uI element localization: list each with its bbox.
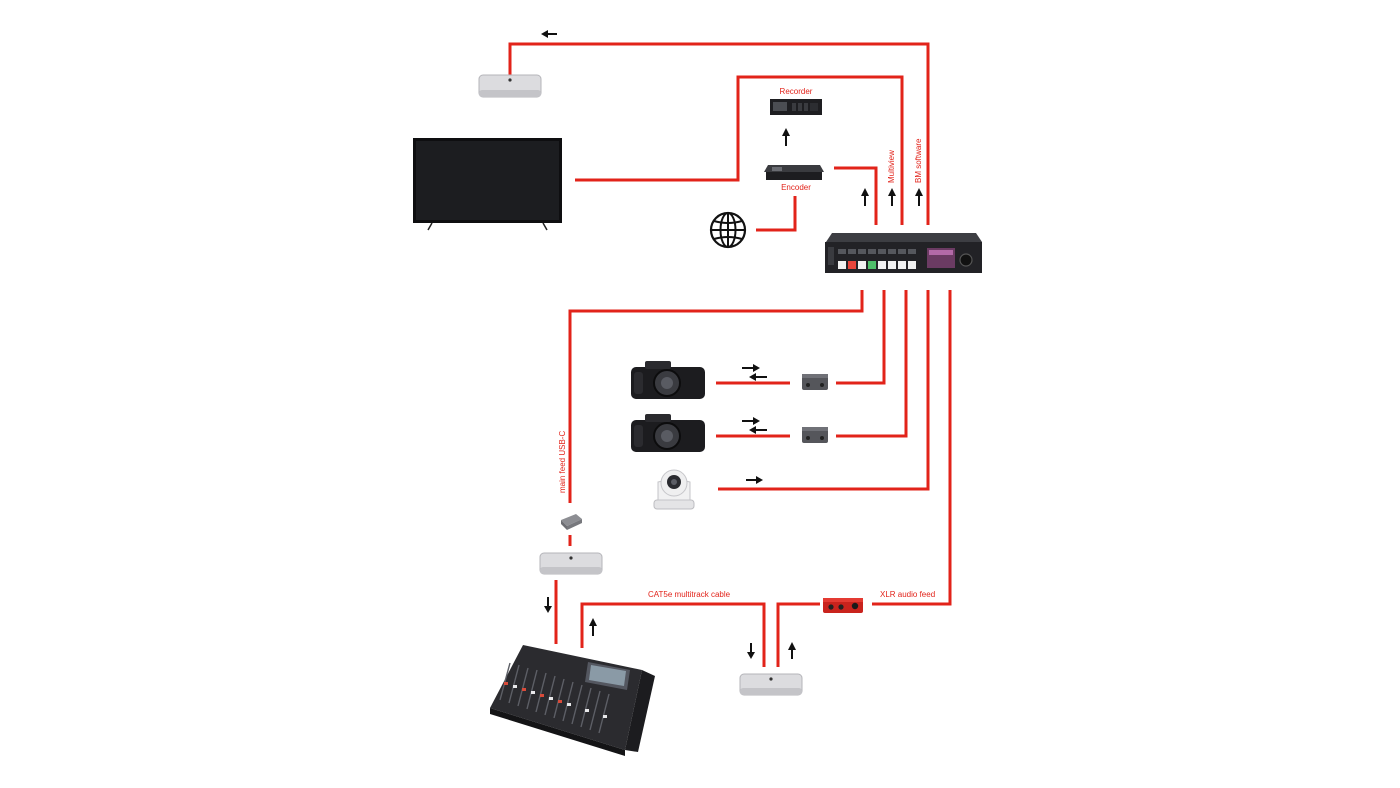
arrow-up-bm-software [915,188,923,206]
arrow-up-cat5e [589,618,597,636]
sdi-converter-1-icon [802,374,828,390]
cinema-camera-2-icon [631,414,705,452]
video-switcher-icon [825,233,982,273]
wires [508,42,952,667]
bm-software-label: BM software [914,138,923,183]
arrow-bidirectional-camera-1 [742,364,767,381]
arrow-down-cat5e-to-mac [747,643,755,659]
ptz-camera-icon [653,469,695,510]
wire-ptz-camera [718,290,930,491]
wire-xlr-audio [872,290,952,606]
mac-mini-bottom-icon [739,673,803,696]
globe-icon [709,211,747,249]
wire-cat5e [580,602,766,667]
sdi-converter-2-icon [802,427,828,443]
arrow-up-multiview [888,188,896,206]
cat5e-multitrack-label: CAT5e multitrack cable [648,590,731,599]
main-feed-usbc-label: main feed USB-C [558,431,567,493]
wire-camera-2 [836,290,908,438]
wire-main-feed [568,290,864,503]
arrow-up-encoder-feed [861,188,869,206]
arrow-left-top [541,30,557,38]
wire-encoder-internet [756,196,797,232]
arrow-up-xlr-to-mac [788,642,796,659]
arrow-bidirectional-camera-2 [742,417,767,434]
wire-switcher-encoder [834,166,878,225]
mac-mini-middle-icon [539,552,603,575]
direction-arrows [541,30,923,659]
usb-c-capture-icon [561,514,582,530]
cinema-camera-1-icon [631,361,705,399]
tv-display-icon [413,138,562,231]
xlr-audio-feed-label: XLR audio feed [880,590,935,599]
wire-multiview [575,75,904,225]
mac-mini-top-icon [478,74,542,98]
recorder-device-icon [770,99,822,115]
digital-mixer-icon [490,645,655,756]
wire-camera-1 [836,290,886,385]
multiview-label: Multiview [887,150,896,183]
arrow-up-recorder [782,128,790,146]
arrow-down-mac-to-mixer [544,597,552,613]
audio-interface-icon [823,598,863,613]
arrow-right-ptz [746,476,763,484]
wire-interface-to-mac [776,602,820,667]
encoder-label: Encoder [781,183,811,192]
encoder-device-icon [764,165,824,180]
recorder-label: Recorder [780,87,813,96]
wire-bm-software [508,42,930,225]
